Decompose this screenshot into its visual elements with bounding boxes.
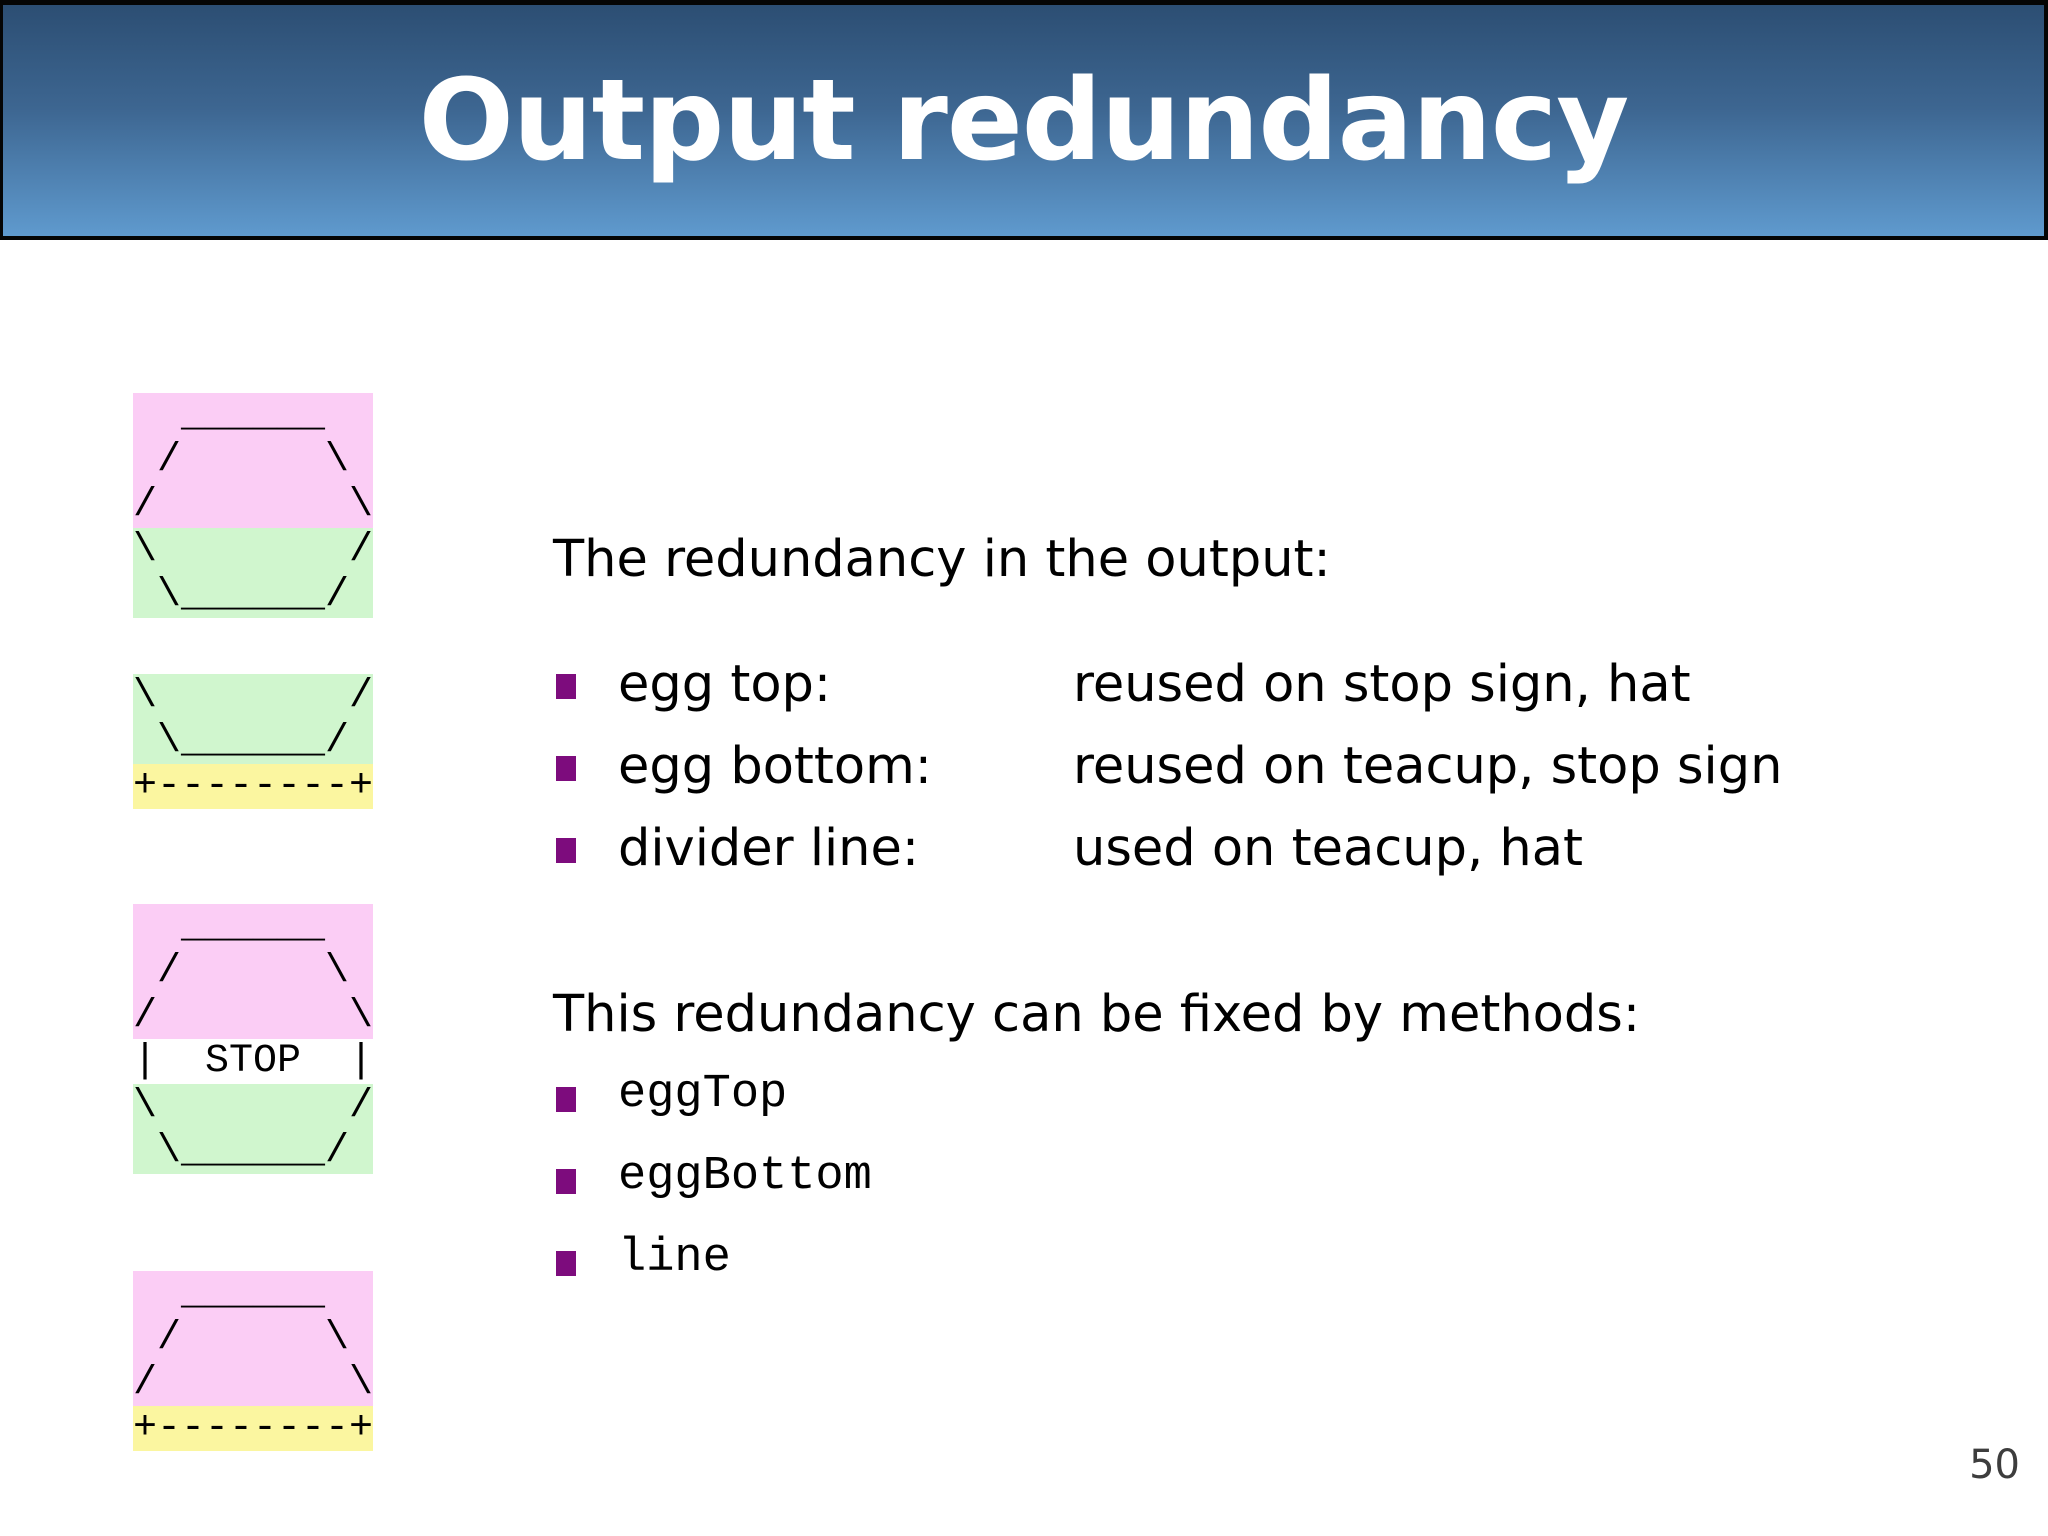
bullet-square-icon: [556, 1251, 576, 1276]
redundancy-item-label: egg top:: [618, 655, 832, 714]
redundancy-item-label: egg bottom:: [618, 737, 932, 796]
ascii-line: \______/: [133, 573, 374, 618]
ascii-line: \______/: [133, 1129, 374, 1174]
ascii-line: ______: [133, 393, 374, 438]
ascii-line: / \: [133, 1361, 374, 1406]
method-name: line: [618, 1232, 731, 1285]
redundancy-item-label: divider line:: [618, 819, 920, 878]
ascii-figure-egg: ______ / \ / \\ / \______/: [133, 393, 373, 618]
slide-title: Output redundancy: [418, 55, 1630, 186]
ascii-line: +--------+: [133, 764, 374, 809]
redundancy-item-description: reused on teacup, stop sign: [1073, 737, 1783, 796]
method-name: eggBottom: [618, 1150, 872, 1203]
ascii-line: \ /: [133, 674, 374, 719]
page-number: 50: [1969, 1442, 2020, 1488]
ascii-line: / \: [133, 949, 374, 994]
bullet-square-icon: [556, 756, 576, 781]
intro-heading: The redundancy in the output:: [553, 530, 1331, 589]
ascii-line: / \: [133, 438, 374, 483]
redundancy-item-description: reused on stop sign, hat: [1073, 655, 1691, 714]
ascii-line: \ /: [133, 1084, 374, 1129]
bullet-square-icon: [556, 838, 576, 863]
ascii-figure-hat: ______ / \ / \+--------+: [133, 1271, 373, 1451]
ascii-line: \ /: [133, 528, 374, 573]
redundancy-item: egg top: reused on stop sign, hat: [556, 655, 1782, 715]
bullet-square-icon: [556, 1087, 576, 1112]
ascii-line: +--------+: [133, 1406, 374, 1451]
title-bar: Output redundancy: [0, 0, 2048, 240]
redundancy-item: egg bottom: reused on teacup, stop sign: [556, 737, 1782, 797]
ascii-line: / \: [133, 1316, 374, 1361]
method-name: eggTop: [618, 1068, 788, 1121]
methods-heading: This redundancy can be fixed by methods:: [553, 985, 1641, 1044]
redundancy-list: egg top: reused on stop sign, hat egg bo…: [556, 655, 1782, 901]
bullet-square-icon: [556, 674, 576, 699]
ascii-line: \______/: [133, 719, 374, 764]
method-item: line: [556, 1232, 872, 1292]
ascii-figure-stop-sign: ______ / \ / \| STOP |\ / \______/: [133, 904, 373, 1174]
redundancy-item-description: used on teacup, hat: [1073, 819, 1583, 878]
ascii-line: | STOP |: [133, 1039, 374, 1084]
method-item: eggBottom: [556, 1150, 872, 1210]
ascii-figure-teacup-bottom: \ / \______/ +--------+: [133, 674, 373, 809]
redundancy-item: divider line: used on teacup, hat: [556, 819, 1782, 879]
methods-list: eggTop eggBottom line: [556, 1068, 872, 1314]
ascii-line: ______: [133, 1271, 374, 1316]
ascii-line: / \: [133, 483, 374, 528]
bullet-square-icon: [556, 1169, 576, 1194]
ascii-line: ______: [133, 904, 374, 949]
method-item: eggTop: [556, 1068, 872, 1128]
ascii-line: / \: [133, 994, 374, 1039]
